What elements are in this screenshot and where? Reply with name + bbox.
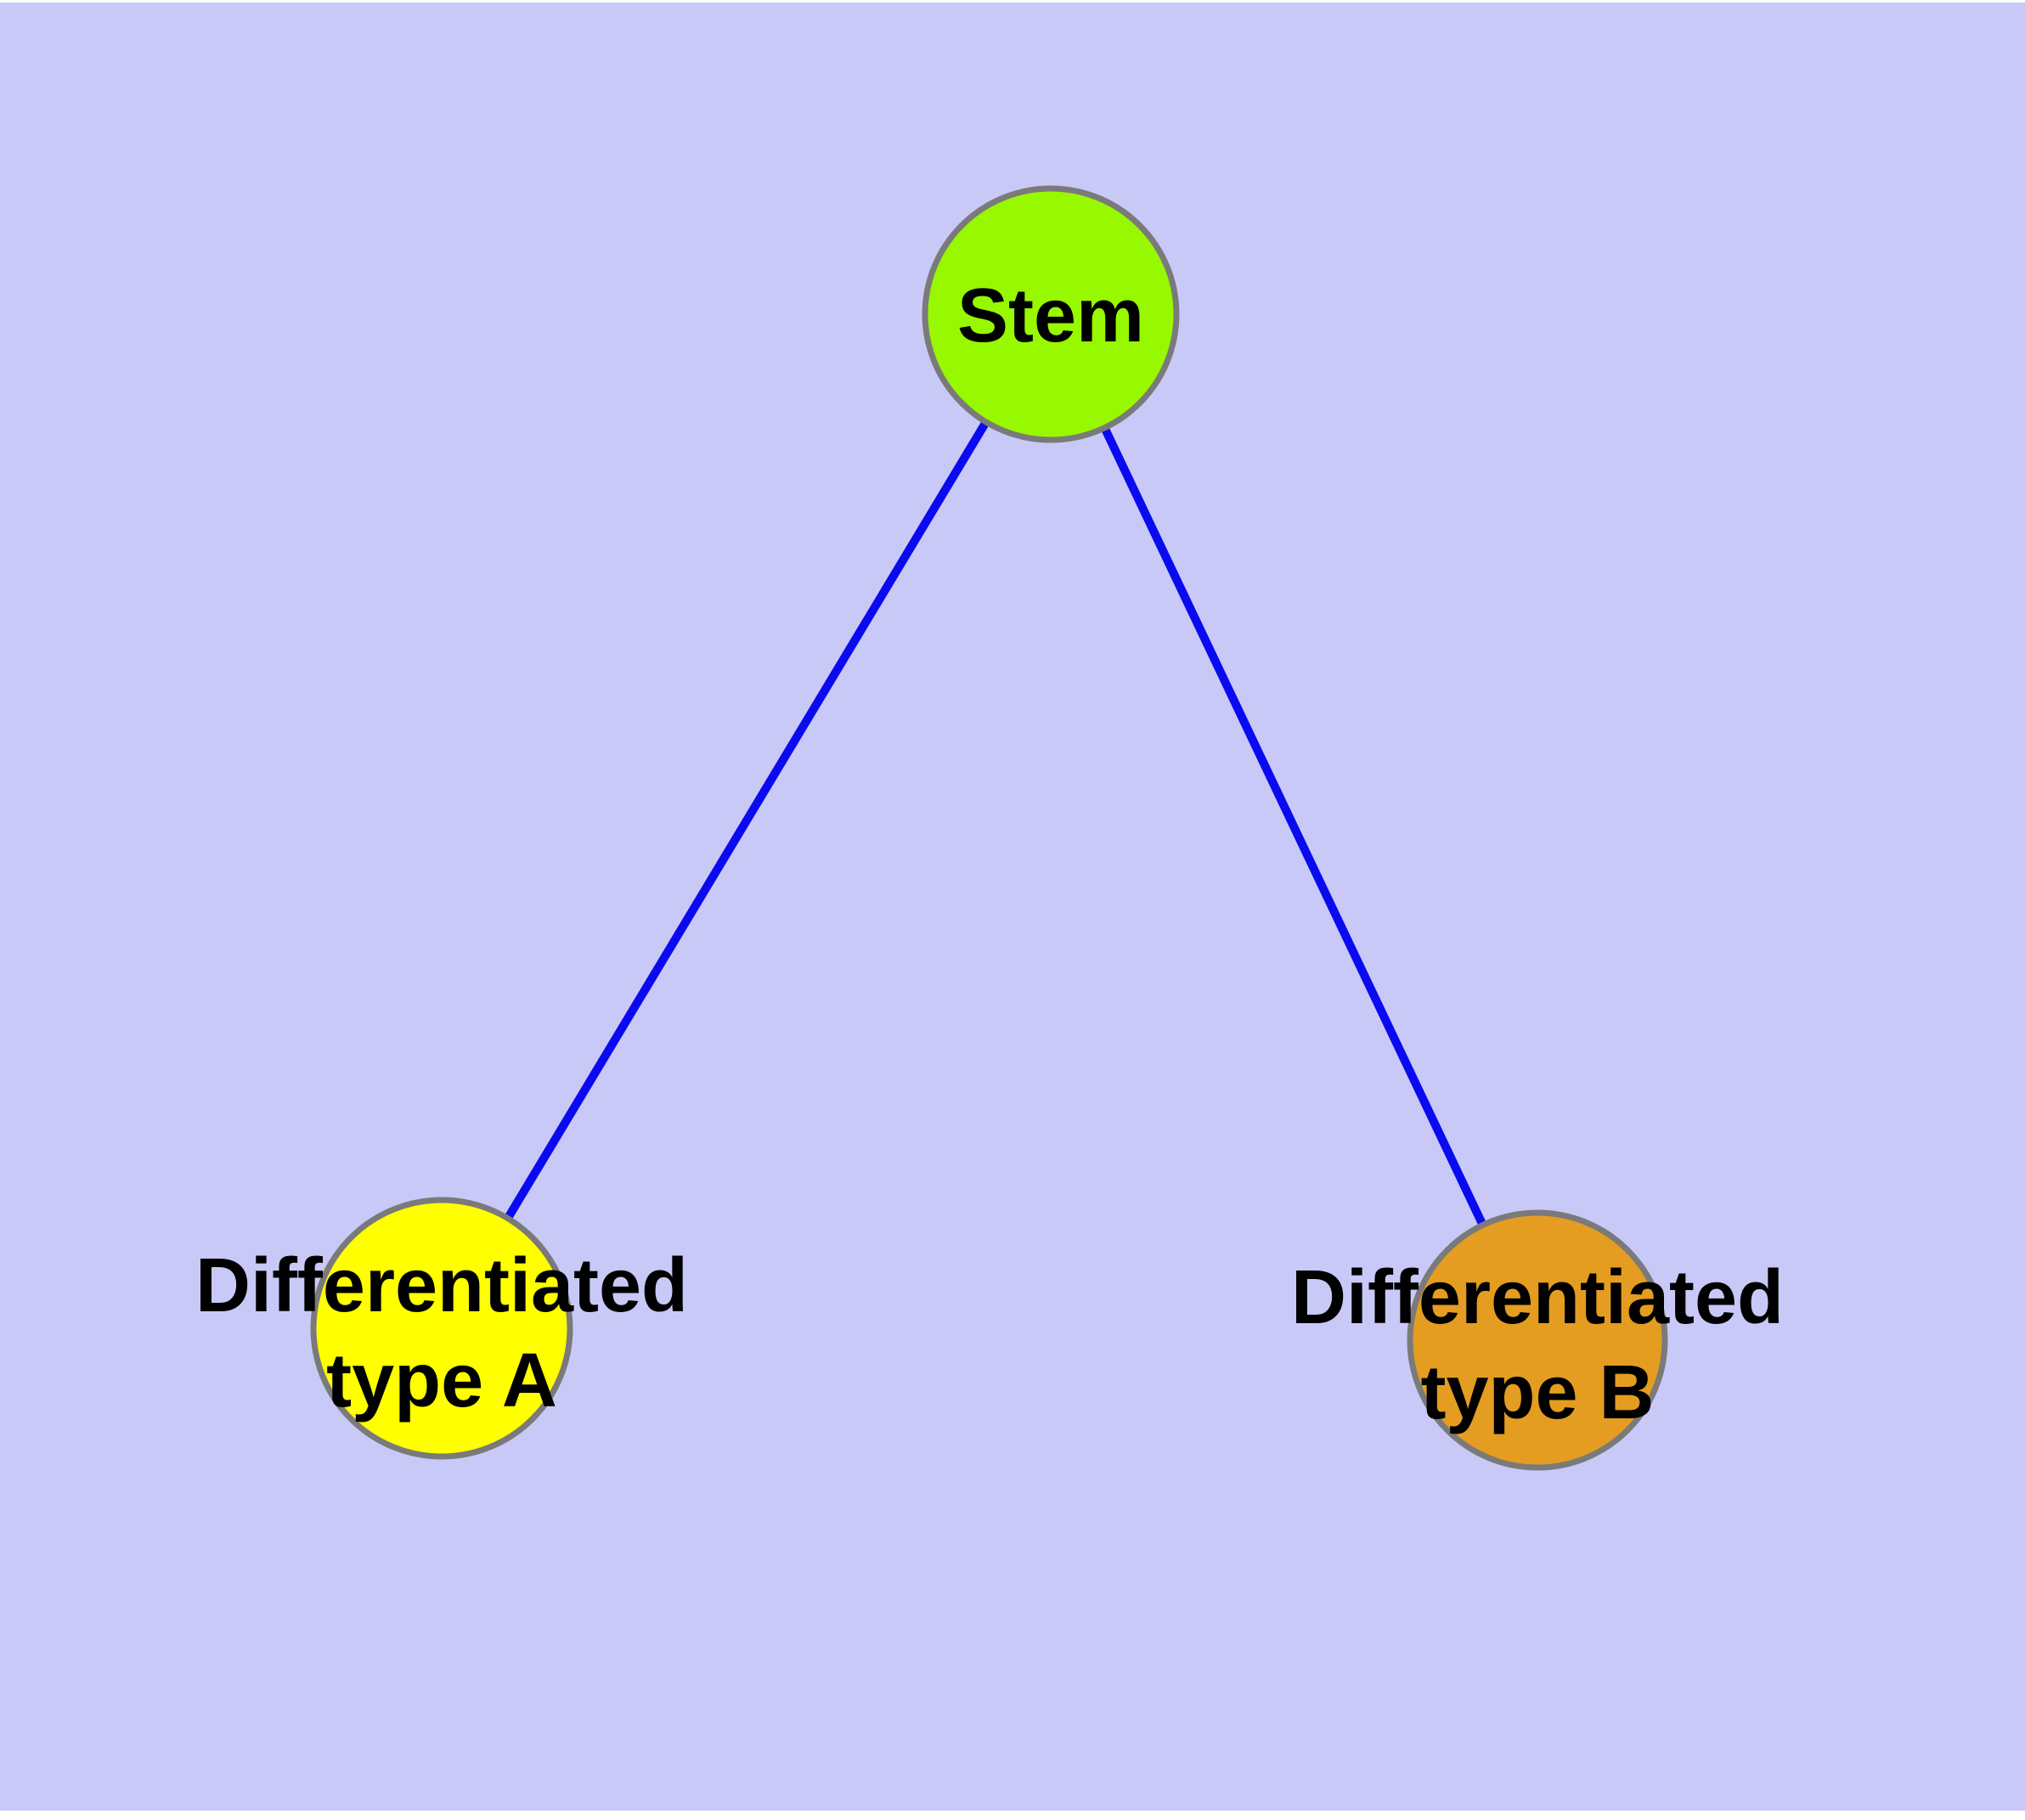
node-stem bbox=[922, 185, 1180, 443]
node-stem-label: Stem bbox=[957, 273, 1144, 358]
node-differentiated-type-a bbox=[310, 1197, 573, 1460]
node-type-b-label-line2: type B bbox=[1420, 1350, 1654, 1435]
edge-stem-to-type-b bbox=[1046, 312, 1542, 1343]
node-type-a-label-line2: type A bbox=[326, 1338, 557, 1423]
edge-stem-to-type-a bbox=[437, 312, 1055, 1331]
node-type-a-label-line1: Differentiated bbox=[195, 1243, 688, 1328]
node-differentiated-type-b bbox=[1407, 1209, 1668, 1471]
node-type-b-label-line1: Differentiated bbox=[1291, 1255, 1784, 1340]
